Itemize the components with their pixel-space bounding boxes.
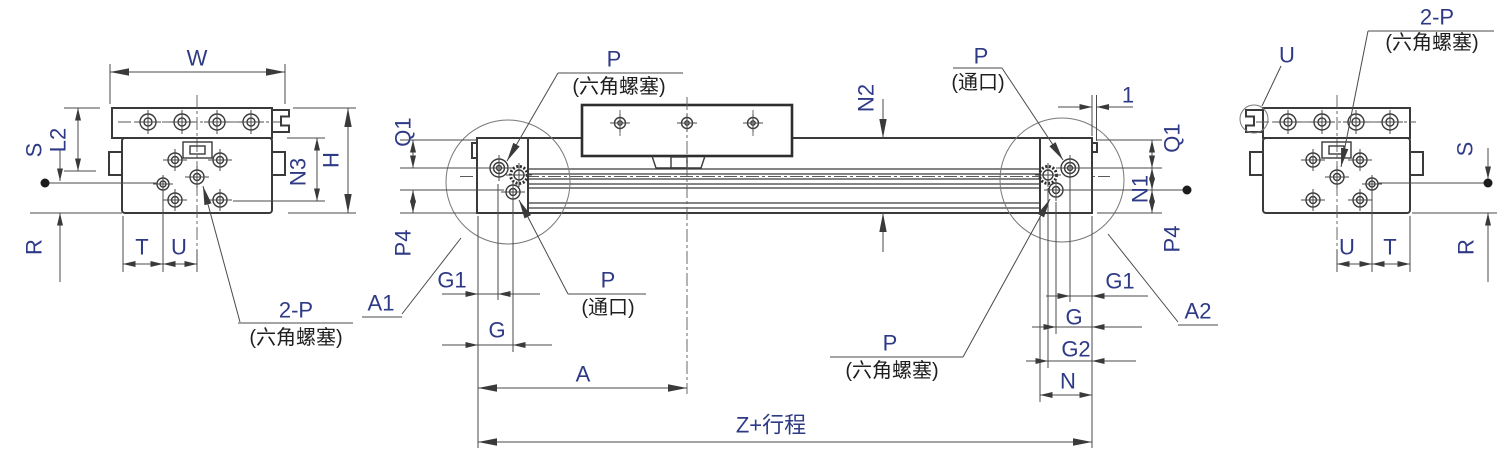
left-end-view: W S L2 R N3 H T U 2-P (六角螺塞)	[22, 46, 356, 349]
dim-s-label: S	[22, 143, 47, 158]
callout-bottom-right-label: P	[883, 331, 898, 356]
callout-top-right-label: P	[974, 44, 989, 69]
callout-bottom-right-sub: (六角螺塞)	[845, 359, 938, 382]
dim-g-left-label: G	[488, 318, 505, 343]
dim-n1-label: N1	[1128, 175, 1153, 203]
dim-q1-left-label: Q1	[391, 117, 416, 146]
dim-n3-label: N3	[286, 158, 311, 186]
dim-q1-right-label: Q1	[1160, 123, 1185, 152]
right-end-view: 2-P (六角螺塞) U S R U T	[1239, 5, 1497, 282]
callout-bottom-left-label: P	[601, 268, 616, 293]
front-view: Q1 P4 G1 G A Z+行程 A1 A2 N2 1 Q1 N1 P4 G1…	[362, 44, 1218, 448]
callout-top-left-sub: (六角螺塞)	[572, 75, 665, 98]
dim-g1-right-label: G1	[1105, 269, 1134, 294]
callout-u-label: U	[1279, 43, 1295, 68]
callout-2p-right-label: 2-P	[1420, 5, 1454, 30]
dim-u-right-label: U	[1339, 235, 1355, 260]
dim-g-right-label: G	[1065, 305, 1082, 330]
dim-n2-label: N2	[854, 84, 879, 112]
callout-2p-sub: (六角螺塞)	[249, 326, 342, 349]
callout-2p-right-sub: (六角螺塞)	[1385, 31, 1478, 54]
detail-ref-a1-label: A1	[368, 291, 395, 316]
detail-ref-a2-label: A2	[1185, 299, 1212, 324]
dim-l2-label: L2	[46, 128, 71, 152]
dim-u-label: U	[171, 235, 187, 260]
dim-g2-label: G2	[1061, 337, 1090, 362]
dim-z-stroke-label: Z+行程	[736, 413, 806, 438]
dim-p4-left-label: P4	[391, 230, 416, 257]
dim-h-label: H	[319, 152, 344, 168]
dim-t-right-label: T	[1383, 235, 1396, 260]
dim-g1-left-label: G1	[437, 268, 466, 293]
dim-w-label: W	[187, 46, 208, 71]
dim-r-right-label: R	[1454, 239, 1479, 255]
callout-bottom-left-sub: (通口)	[581, 296, 634, 319]
dim-one-label: 1	[1122, 83, 1134, 108]
dim-s-right-label: S	[1453, 142, 1478, 157]
dim-a-label: A	[576, 362, 591, 387]
dim-t-label: T	[135, 235, 148, 260]
callout-top-right-sub: (通口)	[951, 71, 1004, 94]
dim-n-label: N	[1060, 369, 1076, 394]
dim-r-label: R	[22, 239, 47, 255]
callout-top-left-label: P	[607, 47, 622, 72]
callout-2p-label: 2-P	[279, 298, 313, 323]
dim-p4-right-label: P4	[1160, 226, 1185, 253]
